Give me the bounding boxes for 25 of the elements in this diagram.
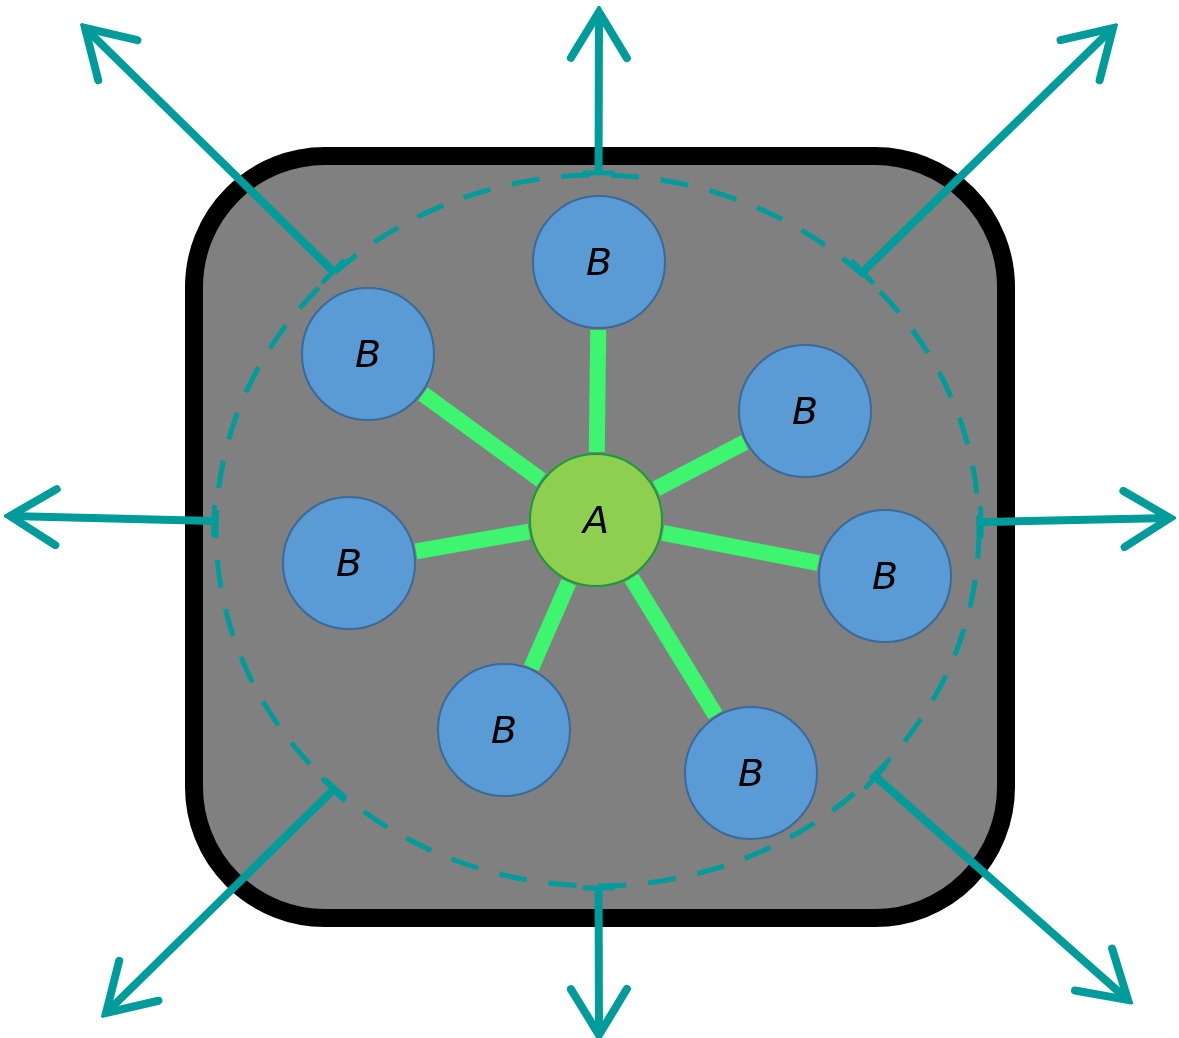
dashed-ellipse (214, 173, 981, 888)
arrow (102, 777, 346, 1017)
rounded-panel (185, 147, 1015, 927)
circle-node: B (301, 287, 435, 421)
circle-node: B (738, 344, 872, 478)
circle-node: B (818, 509, 952, 643)
arrow (850, 24, 1117, 285)
circle-node: B (282, 496, 416, 630)
arrow (566, 8, 631, 176)
connector-line (523, 579, 577, 671)
arrow (566, 885, 631, 1038)
circle-node: B (437, 663, 571, 797)
connector-line (661, 525, 820, 571)
arrow (863, 763, 1132, 1004)
arrow (978, 487, 1174, 551)
arrow (6, 485, 217, 550)
connector-line (418, 387, 546, 487)
circle-node: B (684, 706, 818, 840)
arrow (81, 24, 346, 284)
connector-line (588, 329, 607, 453)
circle-node: B (532, 195, 666, 329)
connector-line (652, 435, 749, 496)
circle-node: A (529, 453, 663, 587)
connector-line (624, 573, 723, 720)
connector-line (414, 523, 531, 560)
